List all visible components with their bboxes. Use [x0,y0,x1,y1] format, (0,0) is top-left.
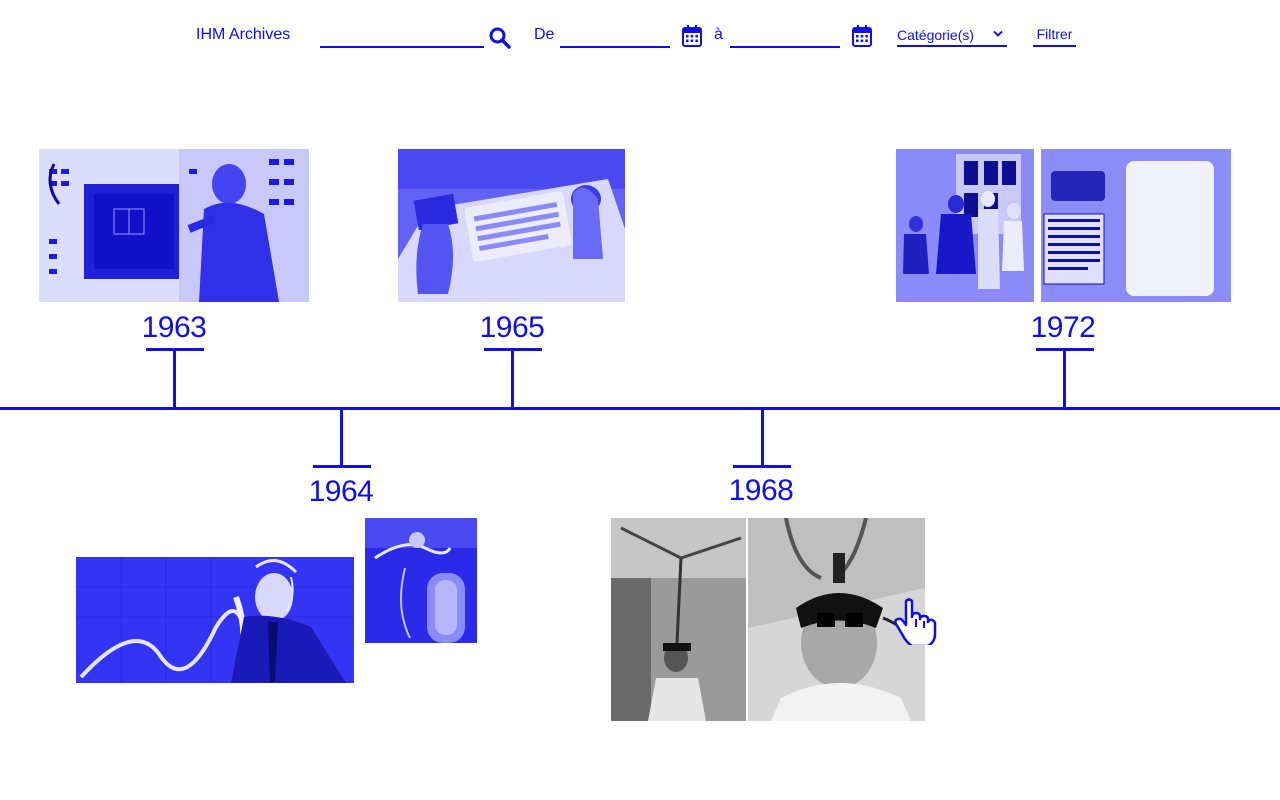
site-brand[interactable]: IHM Archives [196,26,291,43]
timeline-marker [733,465,791,468]
cybernetic-sculpture-photo[interactable] [76,557,354,683]
sketchpad-photo[interactable] [39,149,309,302]
category-select-label: Catégorie(s) [897,27,975,43]
timeline-year[interactable]: 1965 [479,311,545,344]
timeline-marker [173,348,176,408]
timeline-year[interactable]: 1968 [728,474,794,507]
hand-pointer-cursor-icon [894,598,937,645]
timeline-marker [511,348,514,408]
date-to-input[interactable] [730,24,840,48]
category-select[interactable]: Catégorie(s) [897,26,1007,47]
timeline-marker [761,408,764,468]
filter-bar: IHM Archives De à Catégorie(s) Filtre [0,0,1280,70]
calendar-icon[interactable] [682,25,702,47]
timeline-axis [0,407,1280,410]
timeline-marker [313,465,371,468]
keyboard-trackball-photo[interactable] [398,149,625,302]
timeline-marker [1063,348,1066,408]
search-input[interactable] [320,24,484,48]
exhibit-panels-photo[interactable] [896,149,1231,302]
calendar-icon[interactable] [852,25,872,47]
head-mounted-display-photo[interactable] [611,518,925,721]
chevron-down-icon [993,30,1003,37]
timeline-year[interactable]: 1964 [308,475,374,508]
timeline-marker [340,408,343,468]
timeline-year[interactable]: 1972 [1030,311,1096,344]
date-from-input[interactable] [560,24,670,48]
search-icon[interactable] [488,26,512,50]
filter-button[interactable]: Filtrer [1033,26,1076,47]
timeline-year[interactable]: 1963 [141,311,207,344]
cybernetic-sculpture-detail-photo[interactable] [365,518,477,643]
date-from-label: De [534,26,555,43]
date-to-label: à [714,26,723,43]
